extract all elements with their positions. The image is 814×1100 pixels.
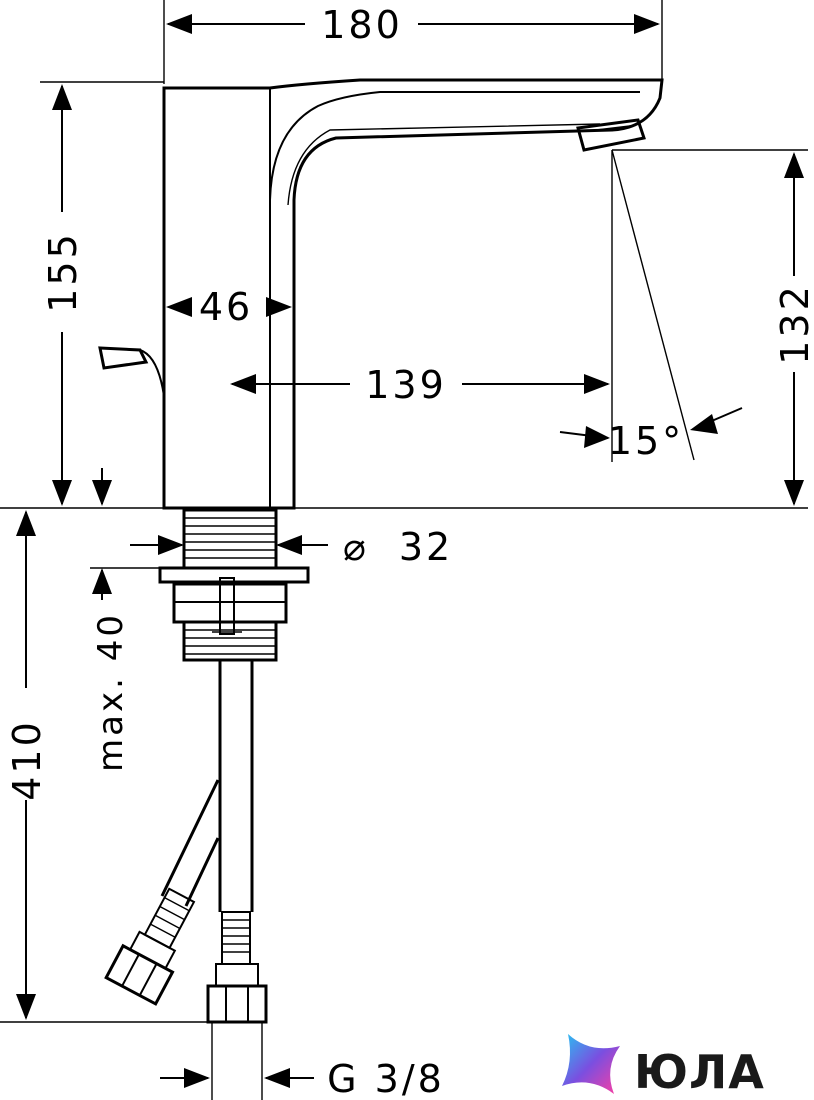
dim-15-label: 15°: [608, 419, 684, 463]
dim-32-label: 32: [399, 525, 453, 569]
dim-180-label: 180: [321, 3, 403, 47]
dimension-139: 139: [230, 363, 610, 407]
dimension-46: 46: [166, 285, 292, 329]
dimension-155: 155: [41, 84, 85, 506]
dimension-g38: G 3/8: [160, 1057, 445, 1100]
dim-132-label: 132: [773, 283, 814, 365]
dim-max40-label: max. 40: [91, 612, 131, 772]
faucet-body: [98, 78, 664, 510]
dim-g38-label: G 3/8: [327, 1057, 445, 1100]
dim-410-label: 410: [5, 719, 49, 801]
dimension-132: 132: [773, 152, 814, 506]
dimension-15-degree: 15°: [559, 407, 743, 463]
diameter-symbol: ⌀: [343, 525, 369, 569]
dimension-max-40: max. 40: [91, 468, 131, 772]
mounting-thread: [158, 508, 310, 662]
dimension-32: ⌀ 32: [130, 525, 453, 569]
brand-name: ЮЛА: [634, 1045, 765, 1099]
dim-139-label: 139: [365, 363, 447, 407]
dim-155-label: 155: [41, 231, 85, 313]
dimension-410: 410: [5, 510, 49, 1020]
dim-46-label: 46: [199, 285, 253, 329]
supply-hoses: [104, 660, 268, 1024]
dimension-180: 180: [166, 3, 660, 47]
brand-logo-star-icon: [562, 1034, 620, 1094]
brand-logo: ЮЛА: [562, 1034, 765, 1099]
